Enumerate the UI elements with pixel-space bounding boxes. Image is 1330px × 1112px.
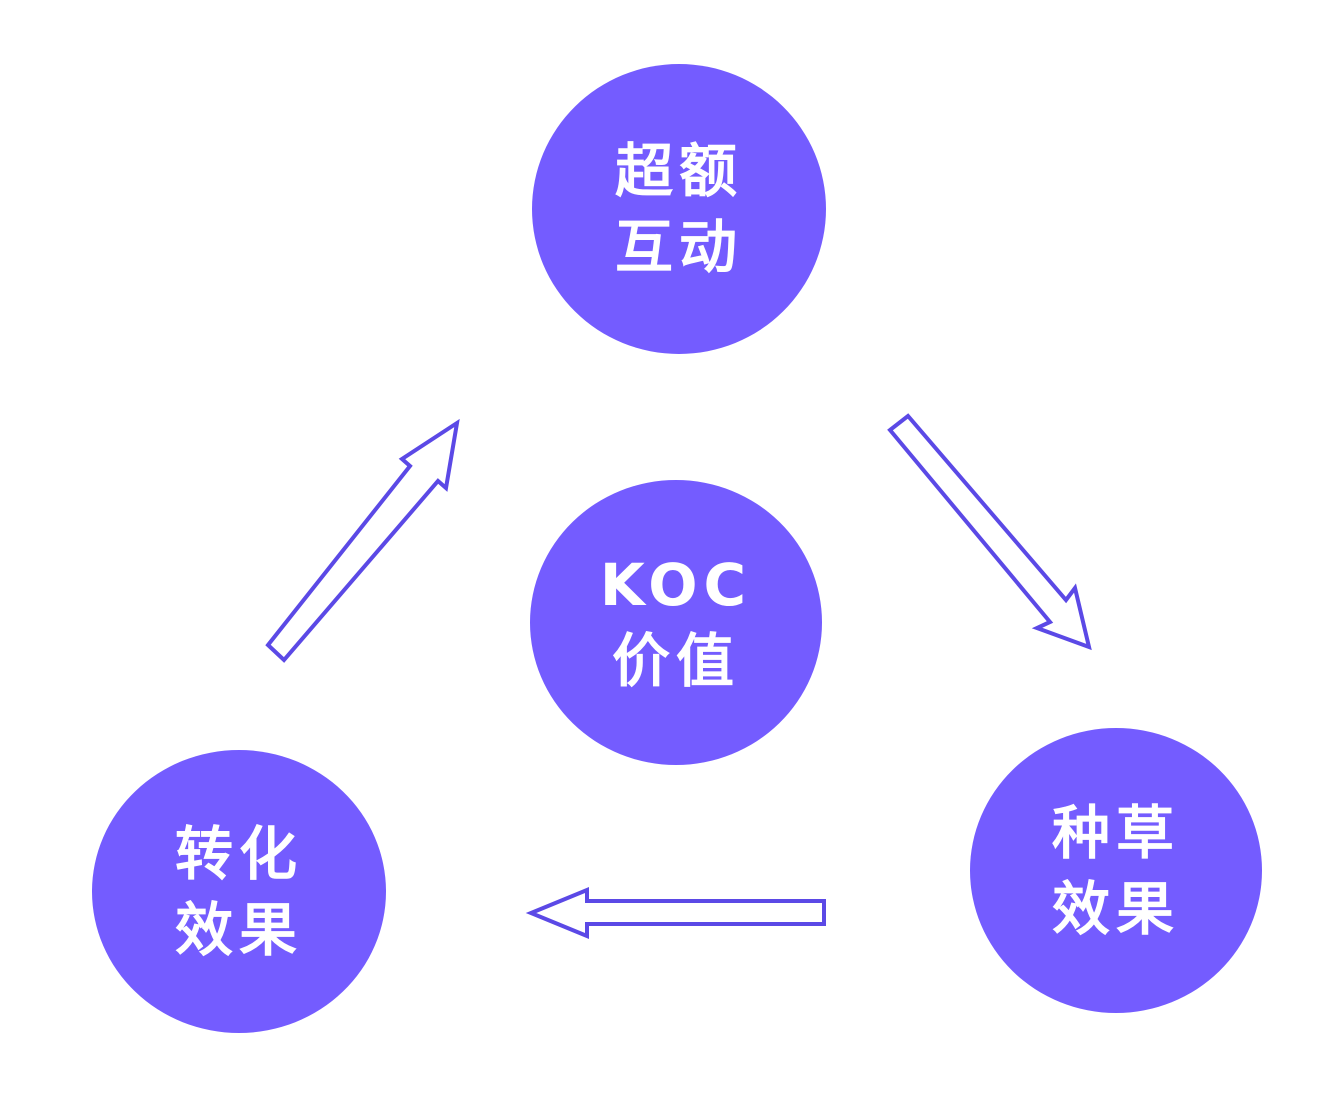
node-right-line1: 种草 (1051, 798, 1180, 867)
node-koc-value: KOC 价值 (530, 480, 822, 765)
node-conversion-effect: 转化 效果 (92, 750, 386, 1033)
node-right-line2: 效果 (1051, 874, 1180, 943)
node-center-line2: 价值 (611, 626, 740, 695)
arrow-interaction-to-seeding (887, 413, 1092, 651)
node-center-line1: KOC (599, 550, 753, 619)
node-top-line2: 互动 (614, 213, 743, 281)
node-seeding-effect: 种草 效果 (970, 728, 1262, 1013)
node-left-line1: 转化 (174, 819, 303, 888)
arrow-conversion-to-interaction (265, 418, 460, 663)
node-top-line1: 超额 (614, 137, 743, 205)
node-excess-interaction: 超额 互动 (532, 64, 826, 354)
node-left-line2: 效果 (174, 895, 303, 964)
arrow-seeding-to-conversion (525, 887, 826, 939)
